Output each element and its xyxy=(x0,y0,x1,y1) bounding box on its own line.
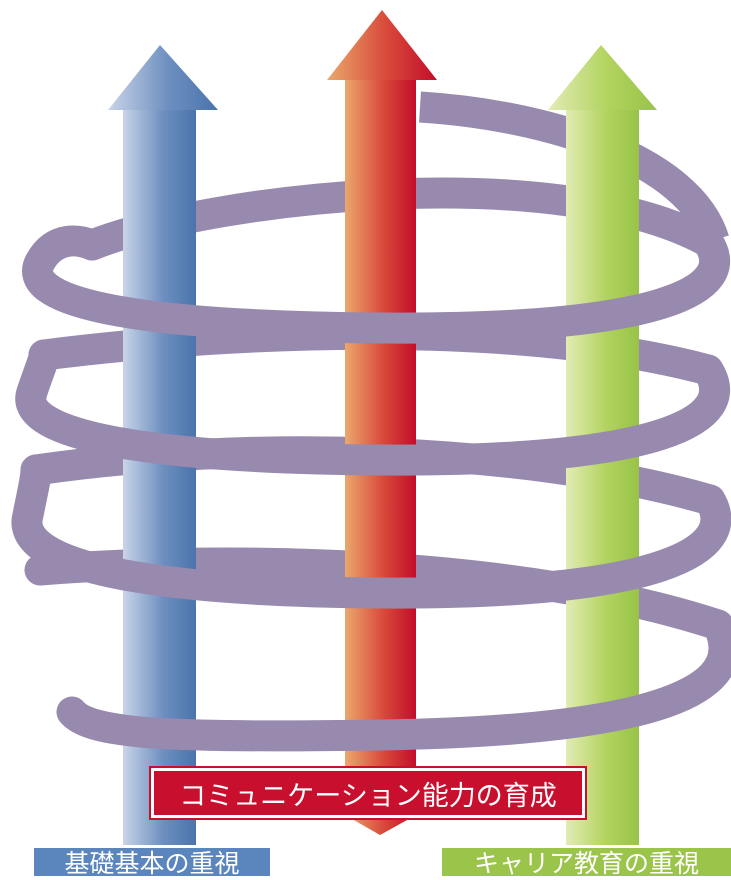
arrow-communication xyxy=(327,10,437,835)
coil-front-segments xyxy=(11,225,731,752)
coil-front-3 xyxy=(11,454,731,609)
coil-front-4 xyxy=(56,609,731,752)
coil-front-1 xyxy=(22,225,731,344)
label-basics: 基礎基本の重視 xyxy=(34,848,270,878)
label-communication: コミュニケーション能力の育成 xyxy=(149,766,587,820)
label-career: キャリア教育の重視 xyxy=(442,848,731,878)
coil-front-2 xyxy=(15,339,731,476)
